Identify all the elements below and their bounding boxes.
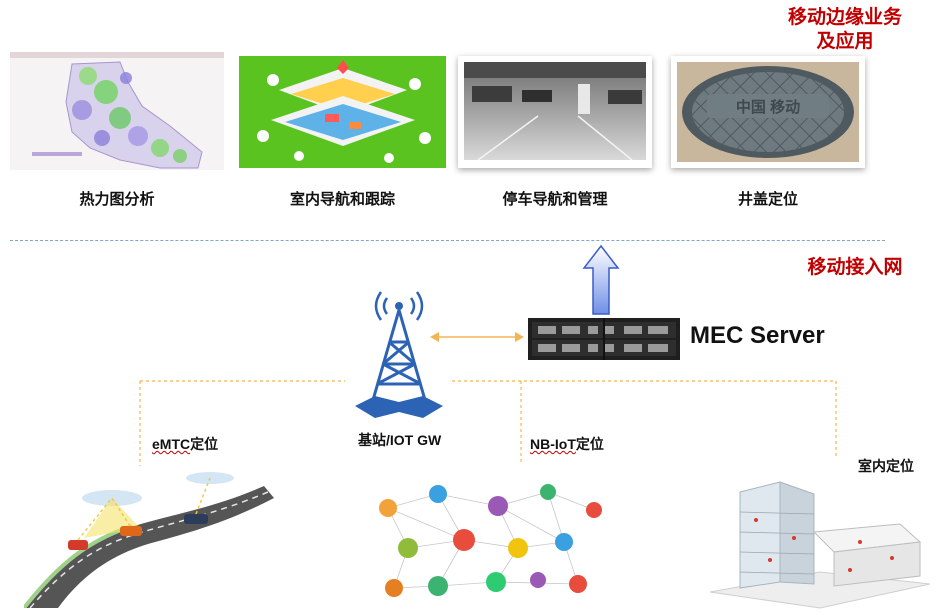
manhole-cover-image: 中国 移动 xyxy=(671,56,865,168)
iot-network-illustration xyxy=(379,484,602,597)
edge-services-title: 移动边缘业务 及应用 xyxy=(770,6,920,54)
card-label-manhole: 井盖定位 xyxy=(737,191,798,208)
up-arrow-icon xyxy=(582,244,620,315)
card-label-heatmap: 热力图分析 xyxy=(79,191,155,208)
indoor-building-illustration xyxy=(710,481,930,609)
section-divider xyxy=(10,240,885,241)
card-label-indoor-navigation: 室内导航和跟踪 xyxy=(289,191,395,208)
road-vehicles-illustration xyxy=(24,472,274,608)
emtc-label-suffix: 定位 xyxy=(190,436,219,452)
mec-server-icon xyxy=(528,318,680,360)
base-station-tower-icon xyxy=(355,291,443,418)
bidirectional-arrow-icon xyxy=(430,332,524,342)
emtc-label-prefix: eMTC xyxy=(152,436,191,452)
nbiot-positioning-label: NB-IoT定位 xyxy=(530,434,604,454)
manhole-cover-text: 中国 移动 xyxy=(735,99,801,116)
nbiot-label-suffix: 定位 xyxy=(575,436,604,452)
indoor-navigation-image xyxy=(239,56,446,168)
access-network-title: 移动接入网 xyxy=(807,257,903,278)
edge-services-title-line2: 及应用 xyxy=(816,31,874,52)
nbiot-label-prefix: NB-IoT xyxy=(530,436,576,452)
parking-image xyxy=(458,56,652,168)
base-station-label: 基站/IOT GW xyxy=(358,432,442,448)
heatmap-image xyxy=(10,52,224,170)
mec-server-label: MEC Server xyxy=(690,322,825,349)
card-label-parking: 停车导航和管理 xyxy=(502,191,608,208)
indoor-positioning-label: 室内定位 xyxy=(858,458,914,474)
edge-services-title-line1: 移动边缘业务 xyxy=(787,7,902,28)
emtc-positioning-label: eMTC定位 xyxy=(152,434,218,454)
